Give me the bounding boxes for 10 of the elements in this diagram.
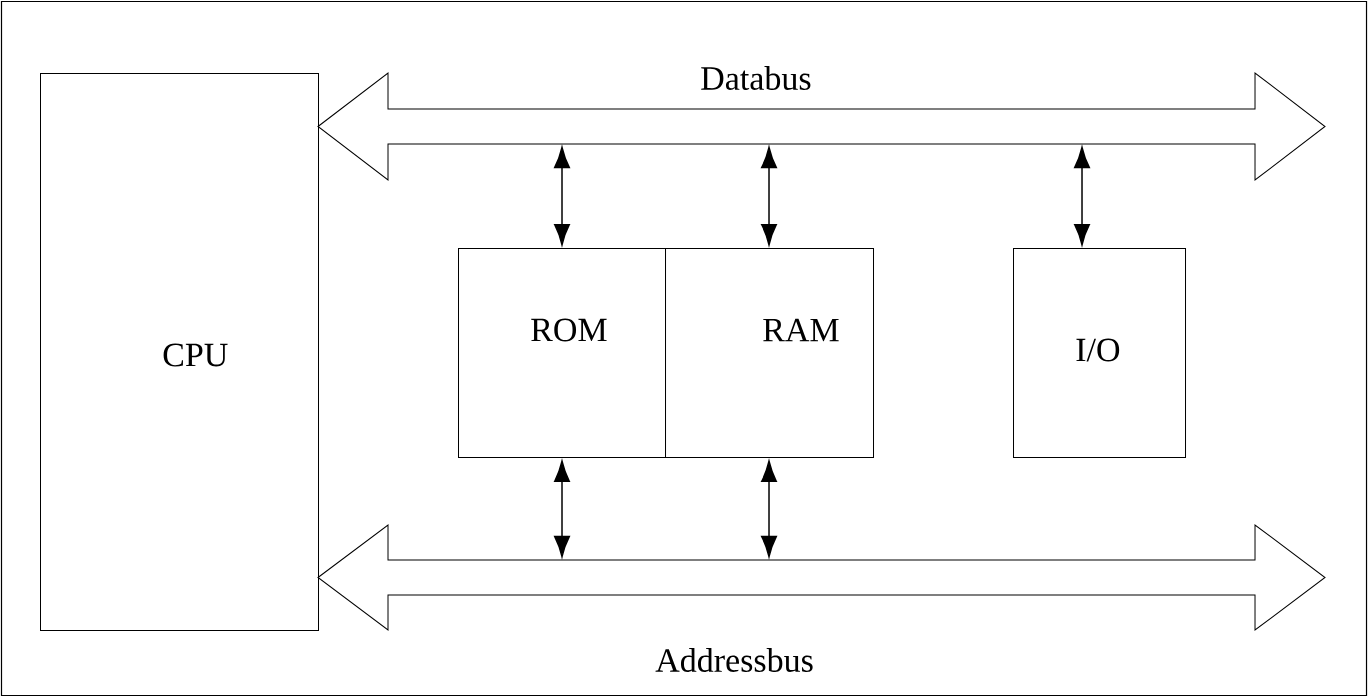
block-box: CPU bbox=[40, 73, 319, 631]
arrow bbox=[761, 460, 777, 558]
node-label: Addressbus bbox=[655, 648, 813, 672]
arrow bbox=[761, 146, 777, 246]
arrow bbox=[554, 460, 570, 558]
block-box: I/O bbox=[1013, 248, 1186, 458]
arrow bbox=[554, 146, 570, 246]
block-box: RAM bbox=[665, 248, 874, 458]
arrow bbox=[1074, 146, 1090, 246]
block-box: ROM bbox=[458, 248, 666, 458]
